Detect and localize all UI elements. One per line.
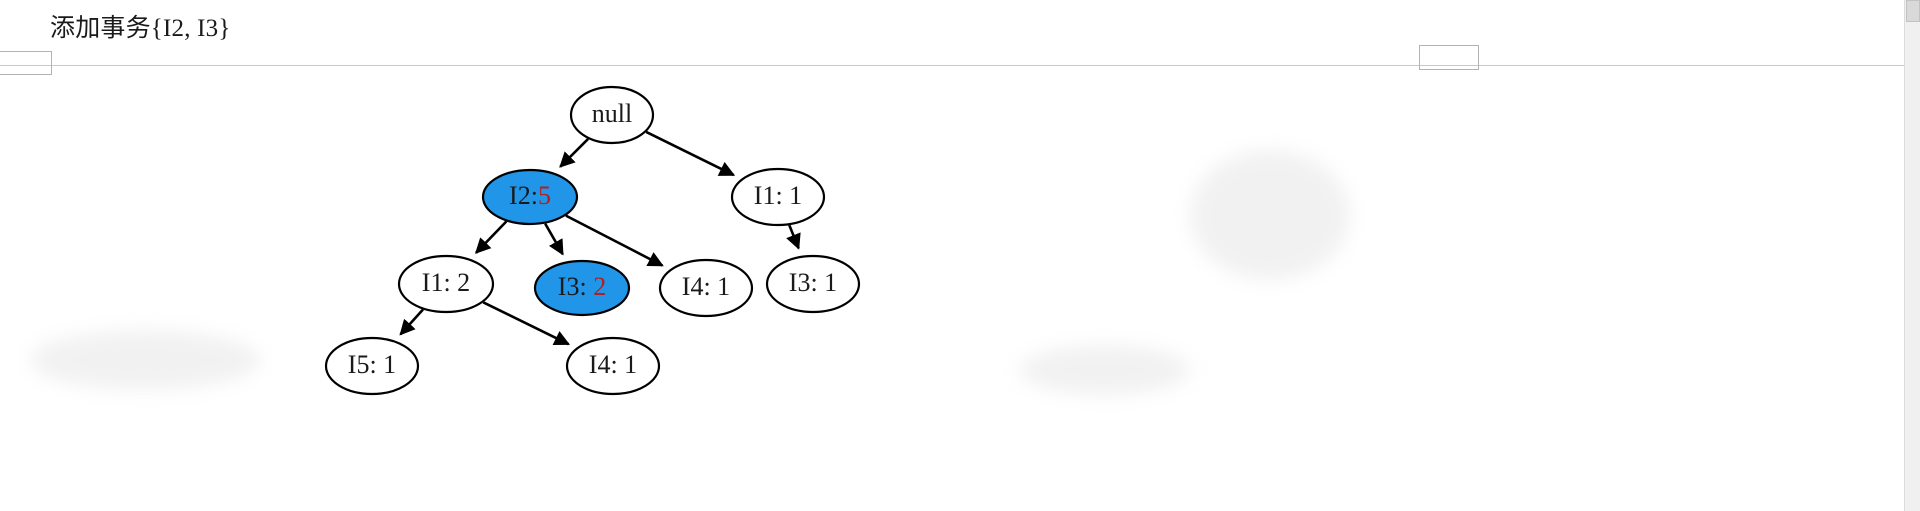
node-label: I1: 1	[754, 181, 802, 210]
node-shape	[481, 168, 579, 226]
tree-node[interactable]: I4: 1	[565, 336, 661, 396]
node-shape	[397, 254, 495, 314]
node-shape	[730, 167, 826, 227]
page-artifact-mid	[1020, 345, 1190, 395]
tree-node[interactable]: I3: 1	[765, 254, 861, 314]
tree-node[interactable]: I3: 2	[533, 259, 631, 317]
tree-node[interactable]: I2:5	[481, 168, 579, 226]
tree-edges	[399, 130, 801, 346]
node-label: I5: 1	[348, 350, 396, 379]
node-label: I4: 1	[589, 350, 637, 379]
tree-edge	[559, 137, 590, 168]
tree-edge	[544, 222, 564, 256]
node-label: I4: 1	[682, 272, 730, 301]
node-shape	[569, 85, 655, 145]
header-divider	[0, 65, 1904, 66]
node-label: I3: 2	[558, 272, 606, 301]
page-artifact-right	[1190, 150, 1350, 280]
tree-node[interactable]: null	[569, 85, 655, 145]
table-cell-left	[0, 51, 52, 75]
node-label: I3: 1	[789, 268, 837, 297]
table-cell-right	[1419, 45, 1479, 70]
node-shape	[324, 336, 420, 396]
node-shape	[765, 254, 861, 314]
tree-edge	[565, 214, 664, 267]
tree-edge	[482, 301, 571, 346]
tree-edge	[475, 220, 508, 254]
node-label: null	[592, 99, 632, 128]
tree-node[interactable]: I4: 1	[658, 258, 754, 318]
node-shape	[658, 258, 754, 318]
slide-title: 添加事务{I2, I3}	[50, 15, 231, 42]
tree-node[interactable]: I5: 1	[324, 336, 420, 396]
tree-node[interactable]: I1: 1	[730, 167, 826, 227]
page-artifact-left	[30, 330, 260, 390]
tree-edge	[645, 130, 736, 177]
node-shape	[533, 259, 631, 317]
node-label: I2:5	[509, 181, 551, 210]
node-shape	[565, 336, 661, 396]
vertical-scrollbar[interactable]	[1904, 0, 1920, 511]
tree-edge	[399, 308, 424, 336]
scrollbar-thumb[interactable]	[1906, 0, 1920, 22]
tree-node[interactable]: I1: 2	[397, 254, 495, 314]
node-label: I1: 2	[422, 268, 470, 297]
tree-edge	[786, 224, 801, 250]
